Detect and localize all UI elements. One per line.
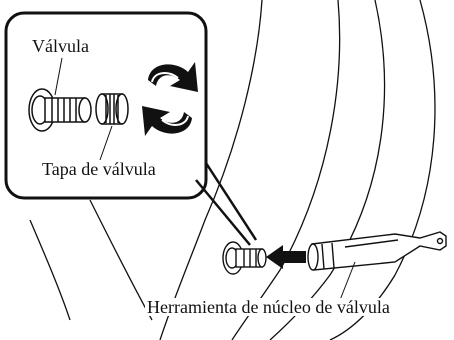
- tire-curves: [29, 0, 436, 340]
- tire-curve-1: [159, 0, 263, 340]
- rotate-arrows-icon: [142, 62, 198, 136]
- tool-label-leader: [339, 261, 356, 301]
- tire-curve-2: [231, 0, 341, 340]
- valve-cap-label: Tapa de válvula: [40, 159, 158, 179]
- left-arrow-icon: [266, 245, 306, 269]
- tire-edge-left-2: [89, 199, 153, 321]
- valve-core-tool-label: Herramienta de núcleo de válvula: [145, 297, 392, 317]
- valve-label: Válvula: [30, 36, 91, 56]
- valve-core-tool-drawing: [307, 231, 447, 271]
- callout-leader: [195, 162, 258, 246]
- valve-stem-detail: [28, 88, 92, 132]
- tire-edge-left-1: [29, 219, 71, 321]
- tire-curve-4: [329, 0, 436, 340]
- tire-curve-3: [269, 0, 386, 340]
- label-leaders: [54, 57, 113, 161]
- valve-cap-detail: [95, 93, 129, 125]
- valve-on-tire: [222, 241, 267, 275]
